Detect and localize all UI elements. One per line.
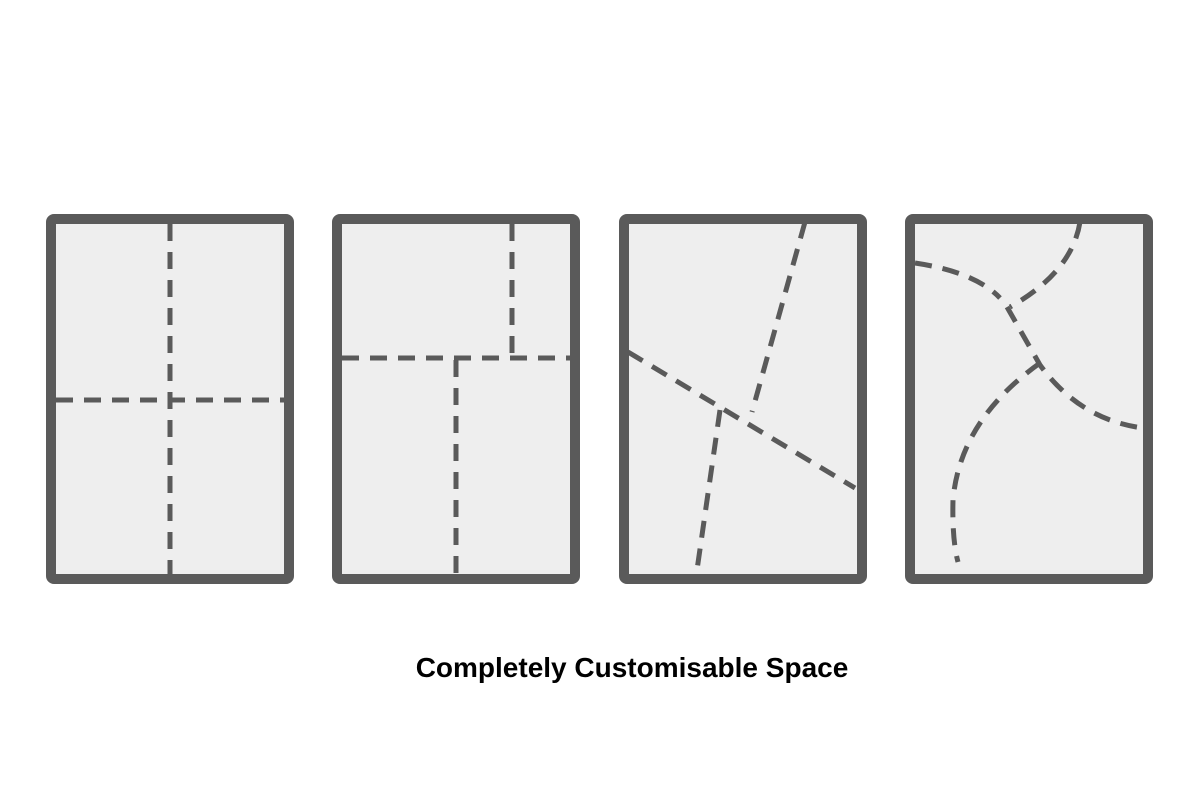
panel-angled — [619, 214, 867, 584]
panel-curved — [905, 214, 1153, 584]
partition-curve — [1004, 305, 1144, 431]
partition-curve — [950, 360, 1042, 563]
panel-frame — [619, 214, 867, 584]
panel-frame — [905, 214, 1153, 584]
partition-curve — [914, 260, 1002, 300]
partition-line — [749, 221, 808, 413]
panel-four-quadrant — [46, 214, 294, 584]
partition-curve — [1008, 221, 1083, 310]
caption: Completely Customisable Space — [415, 652, 849, 683]
partition-line — [626, 349, 857, 491]
panel-offset-rectangular — [332, 214, 580, 584]
